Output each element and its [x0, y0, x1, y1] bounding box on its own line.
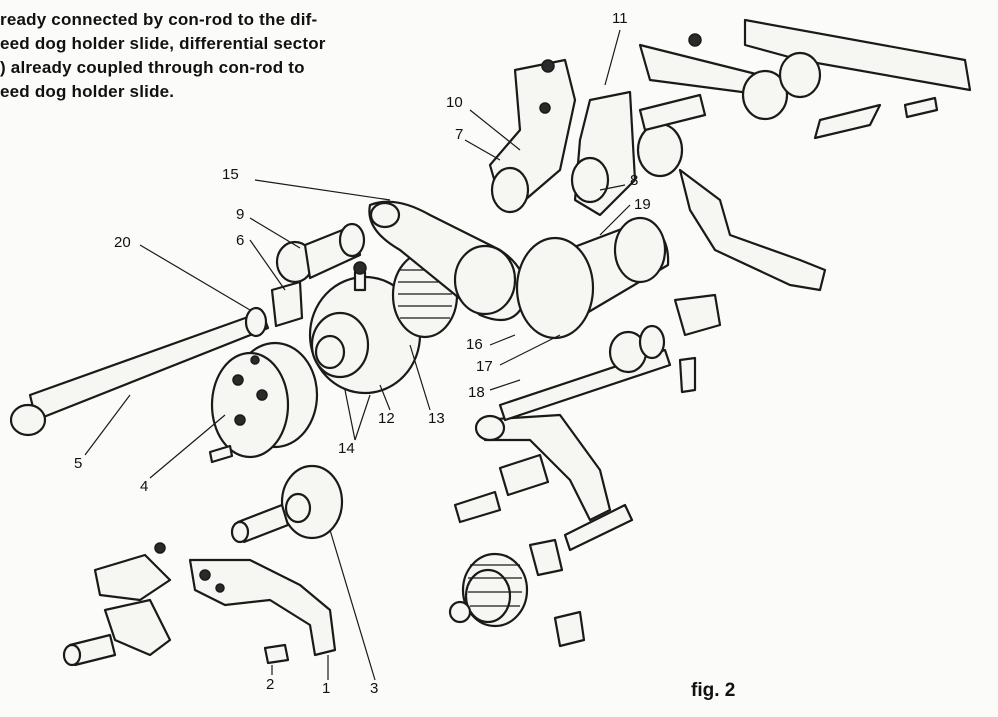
text-line-4: eed dog holder slide.: [0, 82, 175, 101]
callout-16: 16: [466, 336, 483, 353]
bent-lever-part: [636, 93, 827, 292]
callout-5: 5: [74, 455, 83, 472]
callout-17: 17: [476, 358, 493, 375]
text-line-2: eed dog holder slide, differential secto…: [0, 34, 326, 53]
callout-19: 19: [634, 196, 651, 213]
callout-2: 2: [266, 676, 275, 693]
leader-lines: [84, 29, 631, 681]
bushing-part: [270, 222, 366, 328]
callout-9: 9: [236, 206, 245, 223]
flange-disc-part: [208, 341, 319, 464]
callout-7: 7: [455, 126, 464, 143]
text-line-3: ) already coupled through con-rod to: [0, 58, 305, 77]
callout-20: 20: [114, 234, 131, 251]
callout-12: 12: [378, 410, 395, 427]
callout-11: 11: [612, 10, 628, 27]
pulley-part: [230, 464, 344, 544]
upper-rail-part: [638, 18, 972, 140]
callout-1: 1: [322, 680, 331, 697]
figure-caption: fig. 2: [691, 680, 736, 701]
callout-8: 8: [630, 172, 639, 189]
callout-15: 15: [222, 166, 239, 183]
callout-10: 10: [446, 94, 463, 111]
bracket-plate-part: [62, 542, 337, 667]
knurled-knob-part: [448, 552, 586, 648]
lower-lever-part: [453, 293, 722, 577]
callout-6: 6: [236, 232, 245, 249]
text-line-1: ready connected by con-rod to the dif-: [0, 10, 318, 29]
eccentric-hub-part: [308, 261, 422, 395]
clamp-block-part: [488, 58, 637, 217]
callout-13: 13: [428, 410, 445, 427]
callout-18: 18: [468, 384, 485, 401]
body-text: ready connected by con-rod to the dif- e…: [0, 8, 440, 104]
callout-14: 14: [338, 440, 355, 457]
long-shaft-part: [9, 306, 270, 437]
cam-cylinder-part: [515, 216, 670, 340]
link-arm-part: [368, 200, 527, 322]
callout-4: 4: [140, 478, 149, 495]
callout-3: 3: [370, 680, 379, 697]
